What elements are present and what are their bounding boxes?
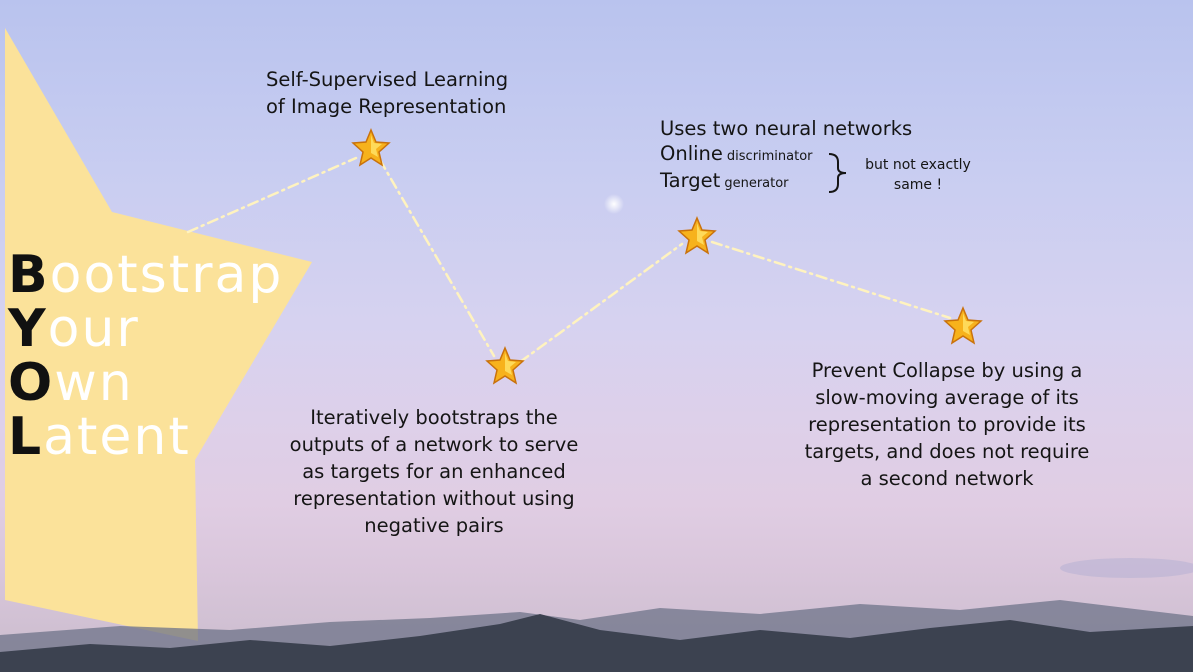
mountain-silhouette <box>0 600 1193 672</box>
big-star-shape <box>5 28 312 641</box>
label-line: Self-Supervised Learning <box>266 68 509 91</box>
title-word-rest: atent <box>43 407 191 467</box>
title-line-bootstrap: Bootstrap <box>8 248 308 302</box>
title-acronym: Bootstrap Your Own Latent <box>8 248 308 464</box>
label-line: slow-moving average of its <box>815 386 1079 409</box>
label-line: a second network <box>860 467 1034 490</box>
title-word-rest: ootstrap <box>49 245 284 305</box>
star-icon <box>677 216 717 255</box>
moon-glow <box>604 194 624 214</box>
network-name: Target <box>660 169 721 192</box>
label-line: targets, and does not require <box>804 440 1090 463</box>
label-line: as targets for an enhanced <box>302 460 566 483</box>
label-line: negative pairs <box>364 514 504 537</box>
star-icon <box>485 346 525 385</box>
label-line: Prevent Collapse by using a <box>811 359 1083 382</box>
node-label-ssl: Self-Supervised Learning of Image Repres… <box>266 66 508 120</box>
title-cap-letter: L <box>8 407 44 467</box>
near-ridge <box>0 614 1193 672</box>
brace-note: but not exactly same ! <box>858 155 978 195</box>
star-icon <box>351 128 391 167</box>
brace-note-line: but not exactly <box>865 157 971 173</box>
connector-segment <box>710 240 952 320</box>
distant-cloud <box>1060 558 1193 578</box>
brace-note-line: same ! <box>893 177 943 193</box>
connector-segment <box>378 158 496 358</box>
label-line: Iteratively bootstraps the <box>310 406 558 429</box>
network-name: Online <box>660 142 723 165</box>
title-cap-letter: B <box>8 245 50 305</box>
label-line: outputs of a network to serve <box>289 433 579 456</box>
title-line-your: Your <box>8 302 308 356</box>
title-word-rest: our <box>47 299 140 359</box>
connector-segment <box>186 156 358 234</box>
title-word-rest: wn <box>54 353 134 413</box>
label-line: representation to provide its <box>808 413 1086 436</box>
star-icon <box>943 306 983 345</box>
label-line: representation without using <box>293 487 575 510</box>
dashed-connector-path <box>186 156 952 364</box>
title-line-latent: Latent <box>8 410 308 464</box>
network-role: generator <box>724 176 789 191</box>
curly-brace-icon <box>828 153 847 193</box>
node-label-collapse: Prevent Collapse by using a slow-moving … <box>782 357 1112 492</box>
label-line: of Image Representation <box>266 95 507 118</box>
connector-segment <box>518 242 684 364</box>
title-line-own: Own <box>8 356 308 410</box>
title-cap-letter: O <box>8 353 55 413</box>
node-label-iterative: Iteratively bootstraps the outputs of a … <box>264 404 604 539</box>
title-cap-letter: Y <box>8 299 48 359</box>
node-label-networks-heading: Uses two neural networks <box>660 117 913 140</box>
network-role: discriminator <box>726 149 813 164</box>
